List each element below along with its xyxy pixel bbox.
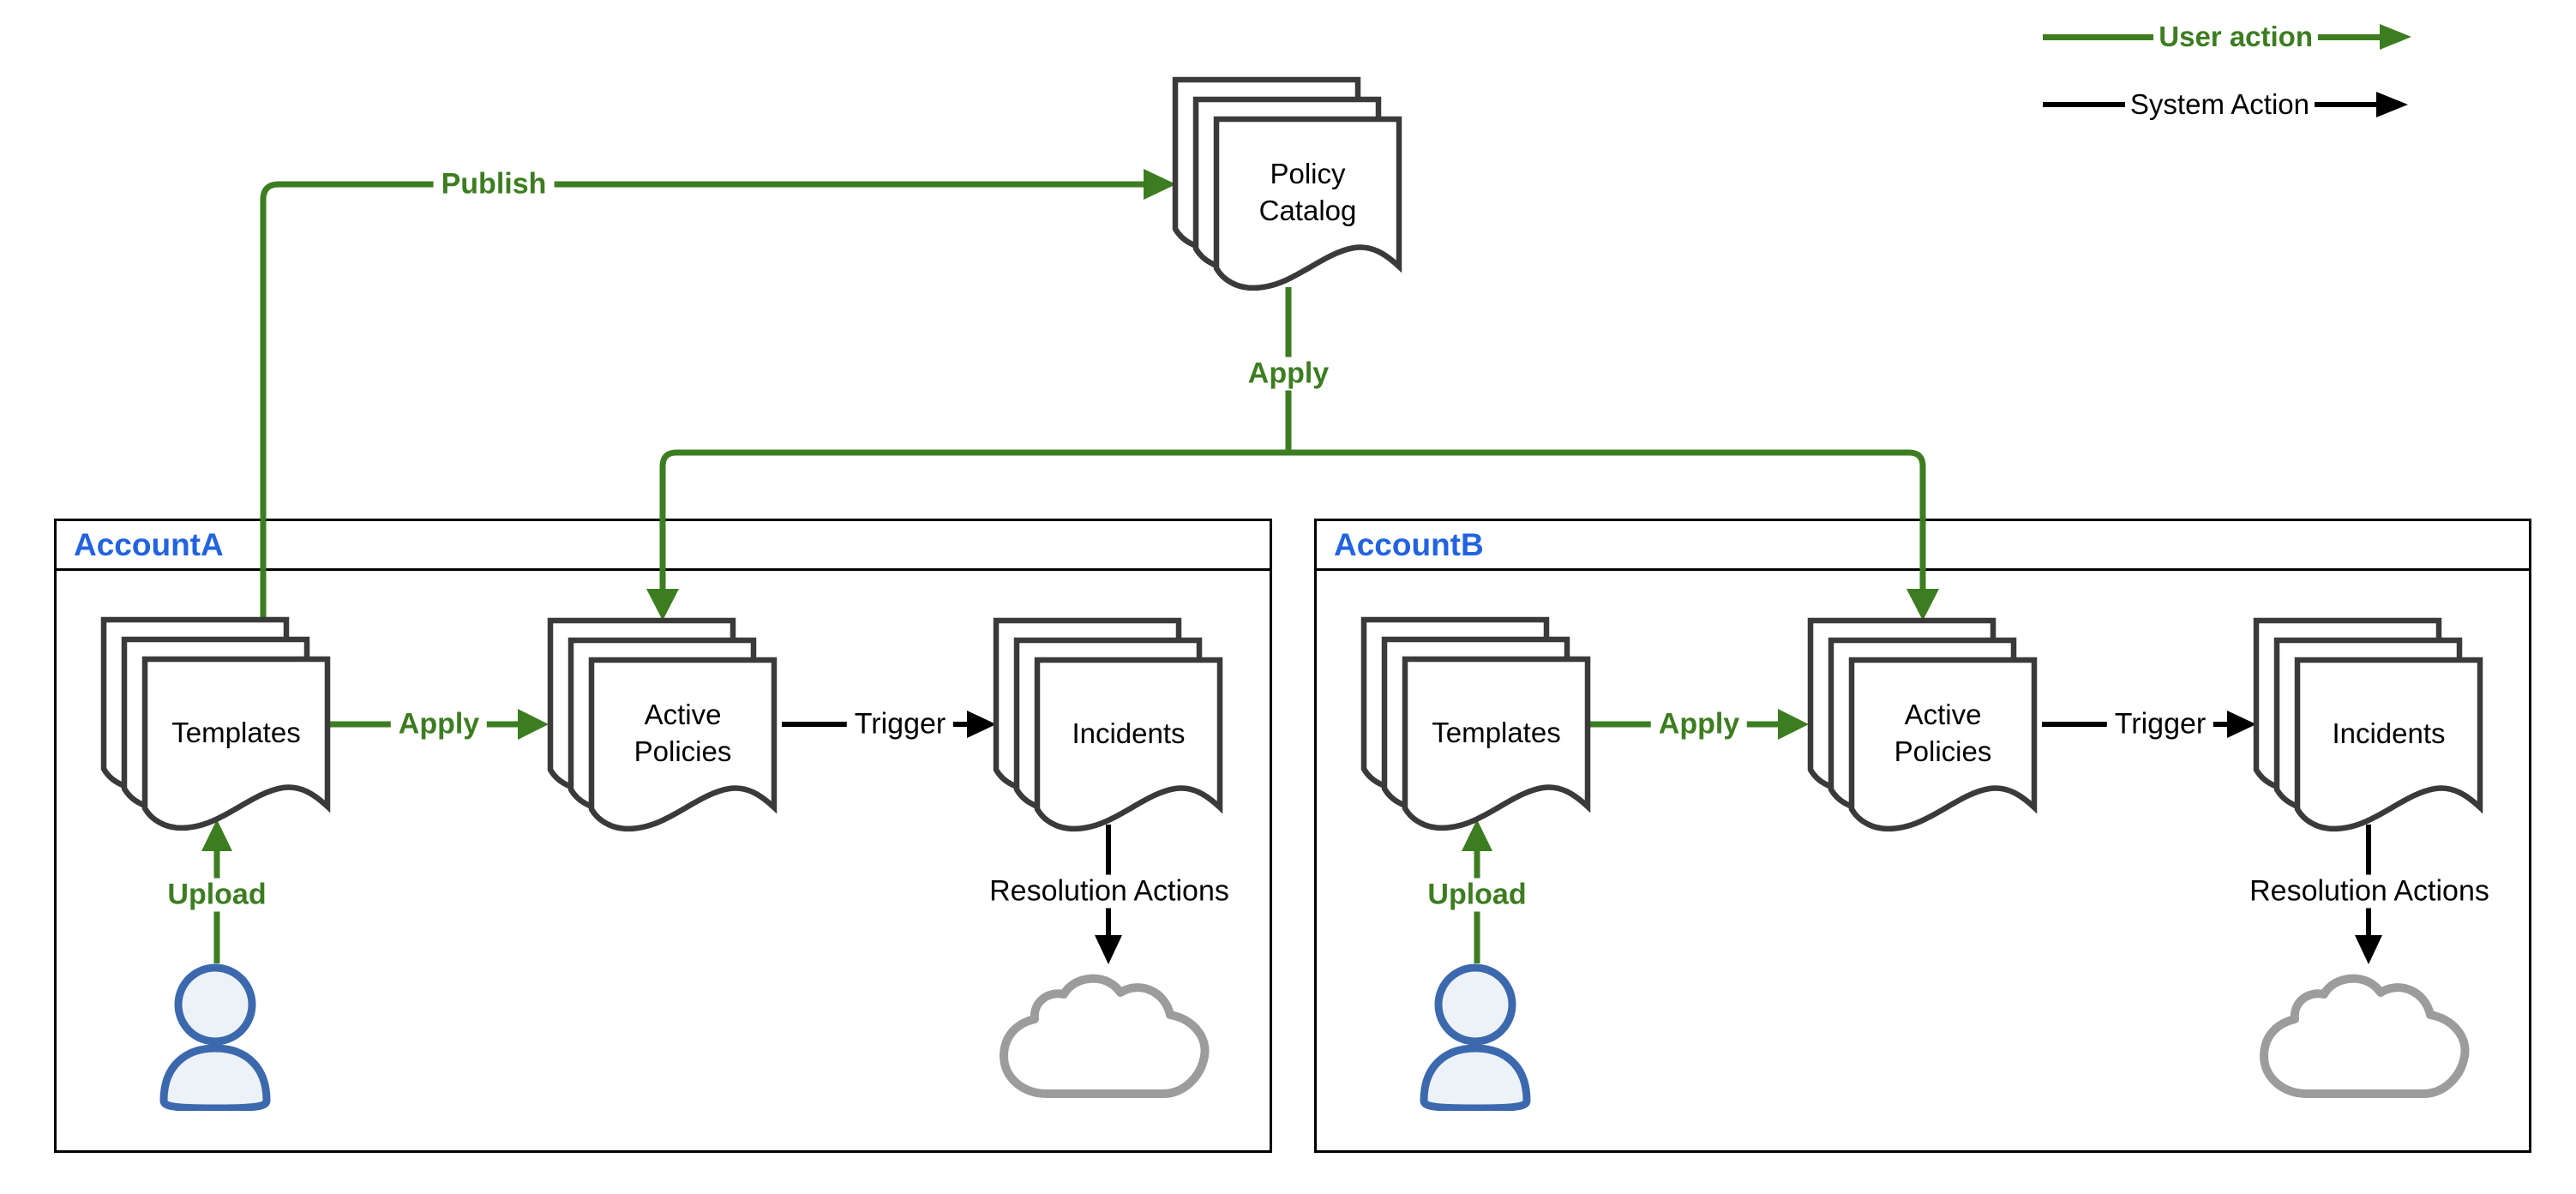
arrow-right-icon (2376, 92, 2408, 117)
legend-row-user-action: User action (2043, 20, 2411, 54)
legend-line (2043, 102, 2125, 107)
templates-label-b: Templates (1432, 716, 1561, 748)
incidents-node-b: Incidents (2253, 617, 2484, 837)
templates-node-a: Templates (100, 616, 332, 837)
person-icon (159, 963, 271, 1113)
user-node-b (1419, 963, 1535, 1115)
person-icon (1420, 963, 1531, 1113)
apply-arrowhead-a-icon (646, 589, 679, 621)
incidents-label-b: Incidents (2332, 717, 2446, 749)
document-stack-icon (2253, 617, 2483, 832)
legend-row-system-action: System Action (2043, 87, 2408, 122)
resolution-arrowhead-b-icon (2355, 935, 2382, 964)
trigger-arrowhead-a-icon (967, 711, 996, 738)
active-policies-node-a: Active Policies (547, 617, 778, 837)
cloud-icon (1000, 974, 1210, 1098)
legend-line (2043, 33, 2154, 40)
cloud-icon (2260, 974, 2470, 1098)
publish-line (260, 181, 1145, 620)
apply-branch-line (659, 449, 1926, 591)
publish-arrowhead-icon (1144, 169, 1176, 200)
document-stack-icon (993, 617, 1223, 832)
apply-arrowhead-b-icon (1906, 589, 1939, 621)
apply-label-a: Apply (390, 707, 488, 741)
templates-label-a: Templates (171, 716, 301, 748)
active-policies-label-a: Active Policies (633, 699, 732, 767)
upload-label-a: Upload (159, 878, 274, 912)
account-name-b: AccountB (1334, 526, 1484, 562)
incidents-node-a: Incidents (993, 617, 1224, 837)
legend-line (2315, 102, 2376, 107)
resolution-cloud-b (2255, 963, 2477, 1110)
incidents-label-a: Incidents (1072, 717, 1186, 749)
user-node-a (159, 963, 275, 1115)
document-stack-icon (100, 616, 331, 831)
upload-label-b: Upload (1420, 878, 1534, 912)
document-stack-icon (1360, 616, 1591, 831)
policy-catalog-label: Policy Catalog (1258, 158, 1357, 226)
trigger-label-a: Trigger (846, 707, 954, 741)
resolution-cloud-a (995, 963, 1216, 1110)
apply-line-b-arrowhead-icon (1778, 709, 1809, 740)
resolution-label-b: Resolution Actions (2242, 874, 2497, 909)
apply-catalog-label: Apply (1240, 357, 1337, 391)
account-name-a: AccountA (74, 526, 224, 562)
document-stack-icon (1172, 76, 1402, 291)
trigger-arrowhead-b-icon (2227, 711, 2256, 738)
document-stack-icon (1807, 617, 2038, 832)
document-stack-icon (547, 617, 778, 832)
arrow-right-icon (2380, 24, 2411, 50)
templates-node-b: Templates (1360, 616, 1592, 837)
publish-label: Publish (433, 167, 555, 201)
apply-label-b: Apply (1650, 707, 1748, 741)
apply-line-a-arrowhead-icon (518, 709, 549, 740)
legend-system-action-label: System Action (2129, 88, 2309, 120)
resolution-arrowhead-a-icon (1095, 935, 1122, 964)
active-policies-label-b: Active Policies (1894, 699, 1992, 767)
resolution-label-a: Resolution Actions (982, 874, 1237, 909)
upload-arrowhead-b-icon (1462, 819, 1492, 851)
active-policies-node-b: Active Policies (1807, 617, 2039, 837)
policy-catalog-node: Policy Catalog (1172, 76, 1403, 297)
legend-line (2318, 33, 2380, 40)
legend-user-action-label: User action (2159, 21, 2313, 52)
trigger-label-b: Trigger (2106, 707, 2214, 741)
upload-arrowhead-a-icon (201, 819, 232, 851)
